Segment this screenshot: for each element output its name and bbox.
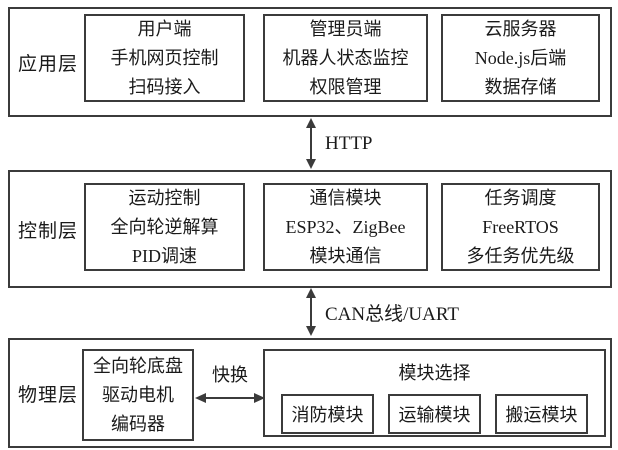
box-user-client: 用户端 手机网页控制 扫码接入 <box>84 14 245 102</box>
box-task-scheduling: 任务调度 FreeRTOS 多任务优先级 <box>441 183 600 271</box>
layer-physical: 物理层 全向轮底盘 驱动电机 编码器 快换 模块选择 消防模块 运输模块 搬运模… <box>8 338 612 448</box>
module-select-box: 模块选择 消防模块 运输模块 搬运模块 <box>263 349 606 437</box>
box-admin-client: 管理员端 机器人状态监控 权限管理 <box>263 14 428 102</box>
quick-swap-label: 快换 <box>212 365 248 385</box>
box-communication-module: 通信模块 ESP32、ZigBee 模块通信 <box>263 183 428 271</box>
layer-physical-label: 物理层 <box>17 384 78 406</box>
http-connector: HTTP <box>304 118 373 169</box>
module-select-title: 模块选择 <box>398 363 471 383</box>
can-uart-connector: CAN总线/UART <box>304 288 459 336</box>
module-row: 消防模块 运输模块 搬运模块 <box>265 394 604 434</box>
module-fire: 消防模块 <box>281 394 375 434</box>
box-cloud-server: 云服务器 Node.js后端 数据存储 <box>441 14 600 102</box>
quick-swap-connector: 快换 <box>194 361 266 405</box>
box-chassis: 全向轮底盘 驱动电机 编码器 <box>82 349 194 441</box>
can-uart-label: CAN总线/UART <box>325 303 459 325</box>
http-arrow-icon <box>306 118 316 169</box>
http-label: HTTP <box>325 132 373 154</box>
can-uart-arrow-icon <box>306 288 316 336</box>
layer-application-label: 应用层 <box>17 53 78 75</box>
layer-application: 应用层 用户端 手机网页控制 扫码接入 管理员端 机器人状态监控 权限管理 云服… <box>8 7 612 117</box>
module-carry: 搬运模块 <box>494 394 588 434</box>
layer-control-label: 控制层 <box>17 220 78 242</box>
module-transport: 运输模块 <box>387 394 481 434</box>
layer-control: 控制层 运动控制 全向轮逆解算 PID调速 通信模块 ESP32、ZigBee … <box>8 170 612 288</box>
quick-swap-arrow-icon <box>195 393 265 403</box>
box-motion-control: 运动控制 全向轮逆解算 PID调速 <box>84 183 245 271</box>
